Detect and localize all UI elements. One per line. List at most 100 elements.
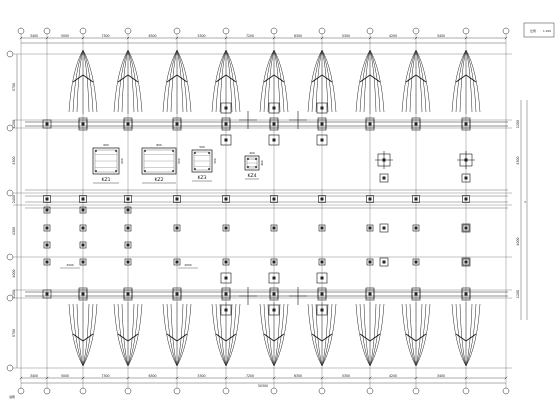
column-footing [124,206,132,214]
dimension-tick [368,36,372,40]
column-footing [270,195,278,203]
column-core [45,260,49,264]
column-footing [379,257,389,267]
column-footing [43,224,51,232]
detail-bar-dot [255,166,257,168]
detail-outline [191,149,213,173]
side-note: 3 [524,200,526,204]
column-footing [43,195,51,203]
column-footing [43,206,51,214]
axis-bubble-left [6,189,14,197]
dimension-tick [81,376,85,380]
dimension-tick [414,36,418,40]
column-core [224,226,228,230]
column-footing [220,134,232,146]
axis-bubble-top [318,27,326,35]
column-core [126,243,130,247]
bay-dimension-top: 6300 [148,34,156,38]
axis-bubble-bottom [366,387,374,395]
detail-bar-dot [95,170,97,172]
column-footing [173,258,181,266]
detail-name: KZ4 [247,173,256,179]
column-core [81,208,85,212]
axis-bubble-bottom [412,387,420,395]
column-core [320,226,324,230]
bay-dimension-top: 3400 [437,34,445,38]
column-footing [412,224,420,232]
side-dimension-left: 4300 [12,156,16,164]
column-core [81,292,85,296]
column-core [272,276,276,280]
footing-chevron [311,333,333,342]
axis-bubble-top [173,27,181,35]
column-core [45,197,49,201]
column-core [272,260,276,264]
footing-chevron [215,74,237,83]
pile-footing-top [113,49,143,131]
column-core [224,260,228,264]
dimension-tick [45,376,49,380]
column-core [382,226,386,230]
detail-width: 600 [103,143,109,147]
column-core [320,122,324,126]
column-core [224,292,228,296]
column-core [126,197,130,201]
column-footing [268,102,280,114]
scale-label: 比例 [530,29,536,33]
footing-chevron [359,74,381,83]
column-core [414,226,418,230]
side-dimension-left: 2400 [12,195,16,203]
dimension-tick [81,36,85,40]
bay-dimension-bottom: 3400 [437,374,445,378]
column-core [126,292,130,296]
column-core [414,197,418,201]
column-footing [78,289,88,299]
column-footing [269,119,279,129]
detail-width: 400 [249,151,255,155]
column-footing [317,289,327,299]
columns [42,102,475,316]
column-footing [412,258,420,266]
detail-outline [92,147,120,175]
column-footing [268,134,280,146]
column-core [224,106,228,110]
pile-footing-bottom [401,287,431,367]
column-footing [124,258,132,266]
column-footing [461,119,471,129]
column-footing [270,258,278,266]
detail-bar-dot [144,170,146,172]
bay-dimension-bottom: 6300 [148,374,156,378]
pile-footing-top [401,49,431,131]
column-footing [79,224,87,232]
column-core [414,292,418,296]
column-core [272,122,276,126]
column-core [175,122,179,126]
column-footing [316,134,328,146]
column-footing [316,272,328,284]
column-core [272,106,276,110]
axis-bubble-top [222,27,230,35]
column-footing [411,289,421,299]
column-core [81,122,85,126]
footing-dimension-v: 2000 [184,263,191,267]
corner-mark: 说明 [9,395,15,399]
column-core [272,308,276,312]
column-footing [221,119,231,129]
detail-bar-dot [208,168,210,170]
column-footing [366,195,374,203]
column-footing [173,224,181,232]
axis-bubble-bottom [17,387,25,395]
column-core [320,197,324,201]
axis-bubble-bottom [462,387,470,395]
footing-chevron [405,74,427,83]
dimension-tick [19,376,23,380]
dimension-tick [175,376,179,380]
column-footing [366,224,374,232]
column-core [320,276,324,280]
wall-lines [25,121,508,297]
bay-dimension-bottom: 5300 [342,374,350,378]
dimension-tick [272,36,276,40]
